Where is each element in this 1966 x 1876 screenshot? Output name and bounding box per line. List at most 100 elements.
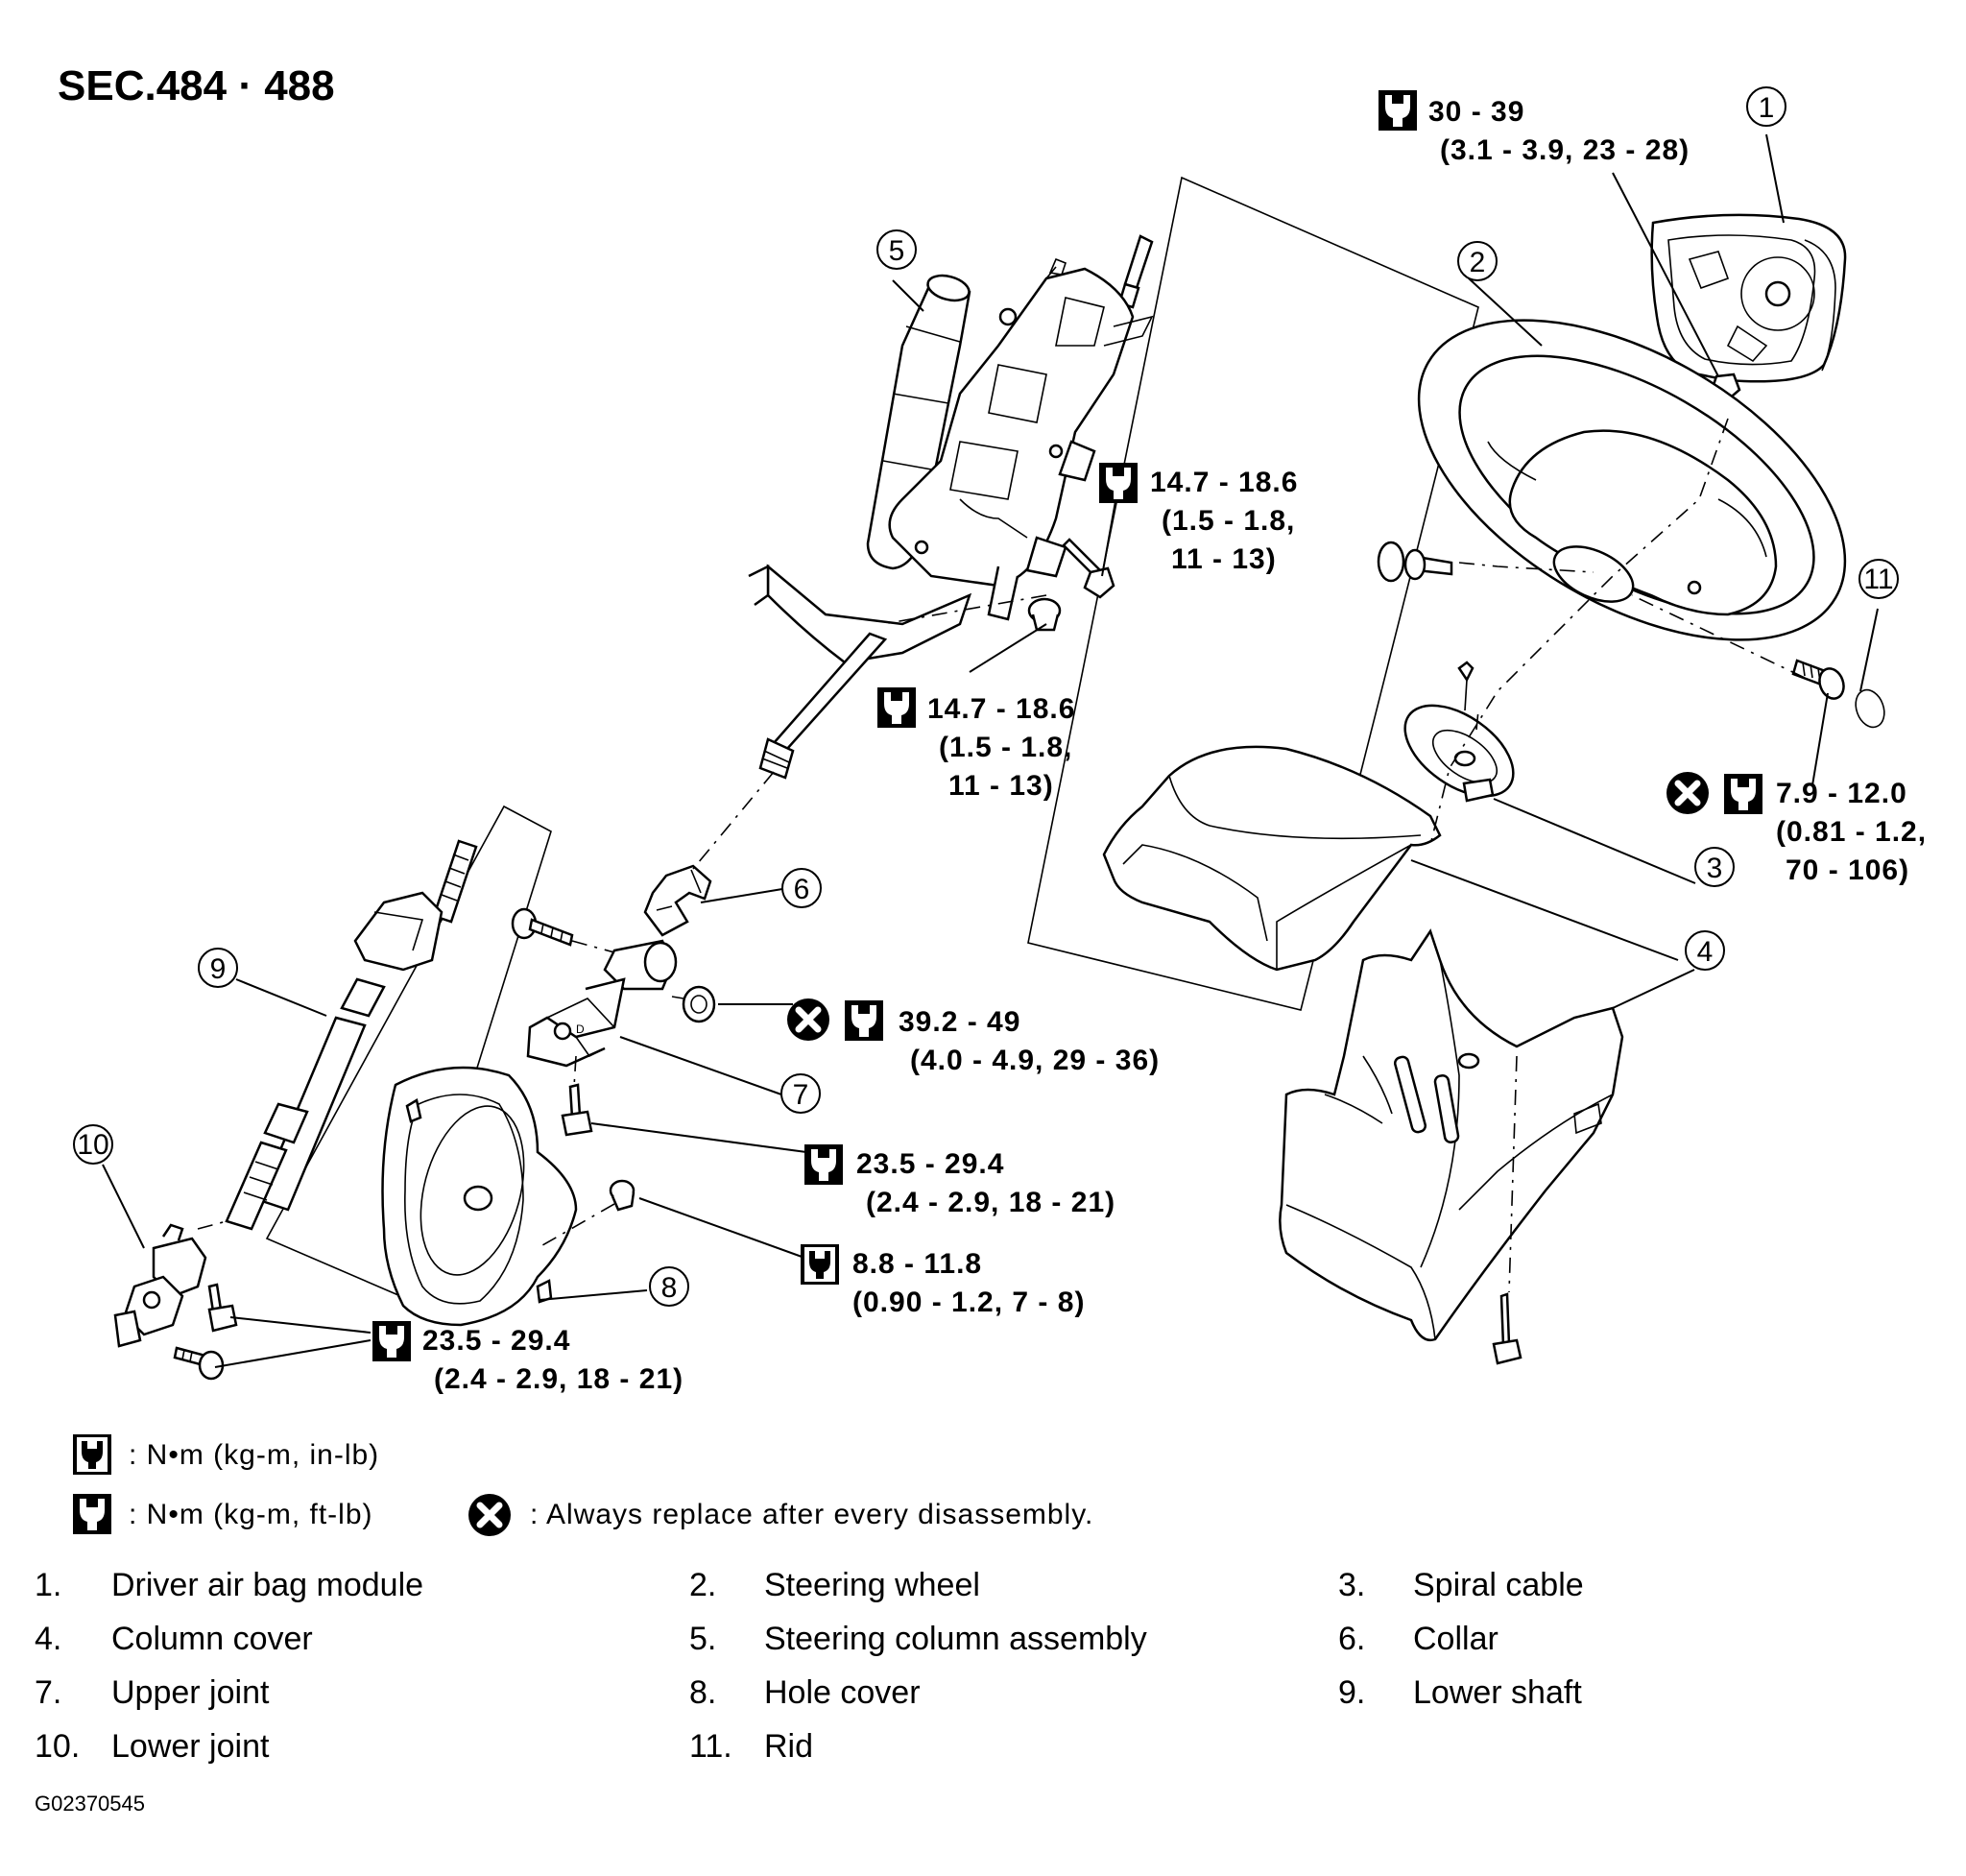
center-line-hole-cover [537,1203,615,1249]
svg-text:30 - 39: 30 - 39 [1428,96,1524,128]
center-line-wheel [1429,418,1729,846]
svg-text:3.: 3. [1338,1567,1365,1603]
svg-text:10.: 10. [35,1728,80,1765]
svg-text:11: 11 [1863,564,1893,595]
parts-list: 1. Driver air bag module 2. Steering whe… [35,1567,1584,1765]
spiral-cable [1403,661,1515,803]
lower-shaft [225,839,478,1231]
column-cover-screw [1492,1292,1522,1365]
list-item: 5. Steering column assembly [689,1621,1147,1657]
upper-joint-nut [682,985,716,1023]
svg-text:23.5 - 29.4: 23.5 - 29.4 [856,1148,1004,1180]
torque-spec-lower-joint: 23.5 - 29.4 (2.4 - 2.9, 18 - 21) [372,1321,683,1395]
svg-text:Column cover: Column cover [111,1621,313,1657]
torque-wrench-inlb-icon [73,1434,111,1475]
svg-text:1.: 1. [35,1567,61,1603]
upper-joint-long-bolt [511,907,574,947]
svg-text:Steering wheel: Steering wheel [764,1567,980,1603]
callout-4: 4 [1685,930,1725,971]
center-line-cover-screw [1508,1055,1518,1293]
upper-joint: D [526,939,678,1068]
svg-text:7.: 7. [35,1674,61,1711]
always-replace-icon [468,1494,511,1536]
svg-text:23.5 - 29.4: 23.5 - 29.4 [422,1325,570,1357]
torque-wrench-ftlb-icon [1099,463,1138,503]
list-item: 6. Collar [1338,1621,1498,1657]
svg-text:Lower joint: Lower joint [111,1728,270,1765]
svg-text:Steering column assembly: Steering column assembly [764,1621,1147,1657]
center-line-joint-nut [671,996,684,999]
torque-spec-upper-joint-nut: 39.2 - 49 (4.0 - 4.9, 29 - 36) [787,998,1160,1076]
svg-text:11 - 13): 11 - 13) [1171,543,1277,575]
svg-text:8.: 8. [689,1674,716,1711]
callout-8: 8 [649,1266,689,1307]
column-cover-upper [1102,745,1442,972]
svg-text:3: 3 [1707,853,1723,884]
center-line-joint-bolt [571,940,615,953]
leader-lines [102,133,1879,1368]
steering-wheel-bolt-left [1377,541,1453,583]
callout-7: 7 [780,1073,821,1114]
torque-wrench-ftlb-icon [372,1321,411,1361]
center-line-joint-short-bolt [573,1055,577,1088]
center-line-column-nut [882,594,1047,625]
svg-text:Collar: Collar [1413,1621,1498,1657]
callout-3: 3 [1694,847,1735,887]
column-upper-bolt [1062,538,1115,599]
lower-joint-bolt-upper [207,1283,238,1333]
svg-text:14.7 - 18.6: 14.7 - 18.6 [927,693,1075,725]
svg-text:4: 4 [1697,936,1714,968]
svg-text:: N•m (kg-m, ft-lb): : N•m (kg-m, ft-lb) [129,1499,373,1530]
upper-joint-short-bolt [561,1083,593,1137]
svg-text:7: 7 [793,1079,809,1111]
torque-wrench-ftlb-icon [804,1144,843,1185]
torque-wrench-ftlb-icon [73,1494,111,1534]
svg-text:8.8 - 11.8: 8.8 - 11.8 [852,1248,982,1280]
steering-wheel-bolt-right [1791,659,1845,700]
svg-text:(2.4 - 2.9, 18 - 21): (2.4 - 2.9, 18 - 21) [434,1363,683,1395]
torque-wrench-ftlb-icon [877,687,916,728]
svg-text:Hole cover: Hole cover [764,1674,921,1711]
svg-text:9: 9 [210,953,227,985]
list-item: 8. Hole cover [689,1674,921,1711]
svg-text:11 - 13): 11 - 13) [948,770,1054,802]
svg-text:11.: 11. [689,1728,732,1765]
always-replace-icon [1666,772,1709,814]
svg-text:(0.81 - 1.2,: (0.81 - 1.2, [1776,816,1927,848]
svg-text:Lower shaft: Lower shaft [1413,1674,1582,1711]
list-item: 1. Driver air bag module [35,1567,423,1603]
torque-spec-upper-joint-bolt: 23.5 - 29.4 (2.4 - 2.9, 18 - 21) [804,1144,1115,1218]
svg-text:5.: 5. [689,1621,716,1657]
always-replace-icon [787,998,829,1041]
svg-text:14.7 - 18.6: 14.7 - 18.6 [1150,467,1298,498]
collar [643,864,712,937]
callout-2: 2 [1457,241,1498,281]
svg-text:9.: 9. [1338,1674,1365,1711]
section-title: SEC.484 · 488 [58,62,335,109]
column-assembly-frame [1027,176,1479,1011]
legend-ftlb: : N•m (kg-m, ft-lb) [73,1494,373,1534]
svg-text:D: D [576,1022,585,1036]
torque-spec-hole-cover: 8.8 - 11.8 (0.90 - 1.2, 7 - 8) [801,1244,1084,1318]
hole-cover [381,1066,578,1327]
svg-text:(4.0 - 4.9, 29 - 36): (4.0 - 4.9, 29 - 36) [910,1045,1160,1076]
svg-text:8: 8 [661,1272,678,1304]
torque-spec-airbag-nut: 30 - 39 (3.1 - 3.9, 23 - 28) [1379,90,1690,166]
torque-wrench-ftlb-icon [845,1000,883,1041]
callout-9: 9 [198,948,238,988]
column-lower-nut [1027,597,1062,632]
svg-text:(1.5 - 1.8,: (1.5 - 1.8, [1162,505,1295,537]
hole-cover-grommet [609,1179,635,1212]
list-item: 11. Rid [689,1728,813,1765]
torque-spec-steering-wheel-bolt: 7.9 - 12.0 (0.81 - 1.2, 70 - 106) [1666,772,1927,886]
svg-text:6.: 6. [1338,1621,1365,1657]
svg-text:Rid: Rid [764,1728,813,1765]
driver-air-bag-module [1650,213,1847,383]
svg-text:2: 2 [1470,247,1486,278]
svg-text:(3.1 - 3.9, 23 - 28): (3.1 - 3.9, 23 - 28) [1440,134,1690,166]
legend-inlb: : N•m (kg-m, in-lb) [73,1434,379,1475]
center-line-right-bolt [1631,594,1806,679]
list-item: 3. Spiral cable [1338,1567,1584,1603]
svg-text:: N•m (kg-m, in-lb): : N•m (kg-m, in-lb) [129,1439,379,1471]
